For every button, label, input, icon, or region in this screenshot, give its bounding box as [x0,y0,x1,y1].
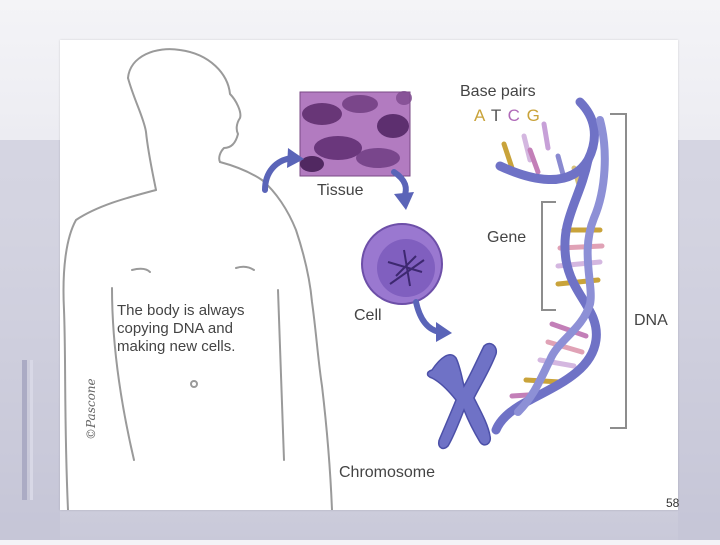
cell-label: Cell [354,307,382,324]
tissue-image [299,91,412,177]
dna-illustration: Base pairs A T C G Tissue Gene Cell DNA … [60,40,678,510]
artist-signature: ©Pascone [84,378,98,440]
base-pairs-label: Base pairs [460,83,536,100]
human-outline [62,48,333,510]
page-number: 58 [666,496,680,510]
dna-helix [491,97,609,435]
chromosome-label: Chromosome [339,464,436,481]
tissue-label: Tissue [317,182,364,199]
illustration-drawing [62,48,627,510]
caption-line: copying DNA and [117,320,233,337]
chromosome-image [426,342,498,450]
body-caption: The body is always copying DNA and makin… [117,302,245,356]
gene-bracket [541,201,556,311]
base-a: A [474,106,486,125]
caption-line: making new cells. [117,338,236,355]
dna-label: DNA [634,312,668,329]
caption-line: The body is always [117,302,245,319]
dna-bracket [610,113,627,429]
base-letters: A T C G [474,106,541,126]
gene-label: Gene [487,229,527,246]
base-c: C [507,106,521,125]
base-g: G [526,106,541,125]
cell-image [361,223,443,305]
base-t: T [490,106,502,125]
